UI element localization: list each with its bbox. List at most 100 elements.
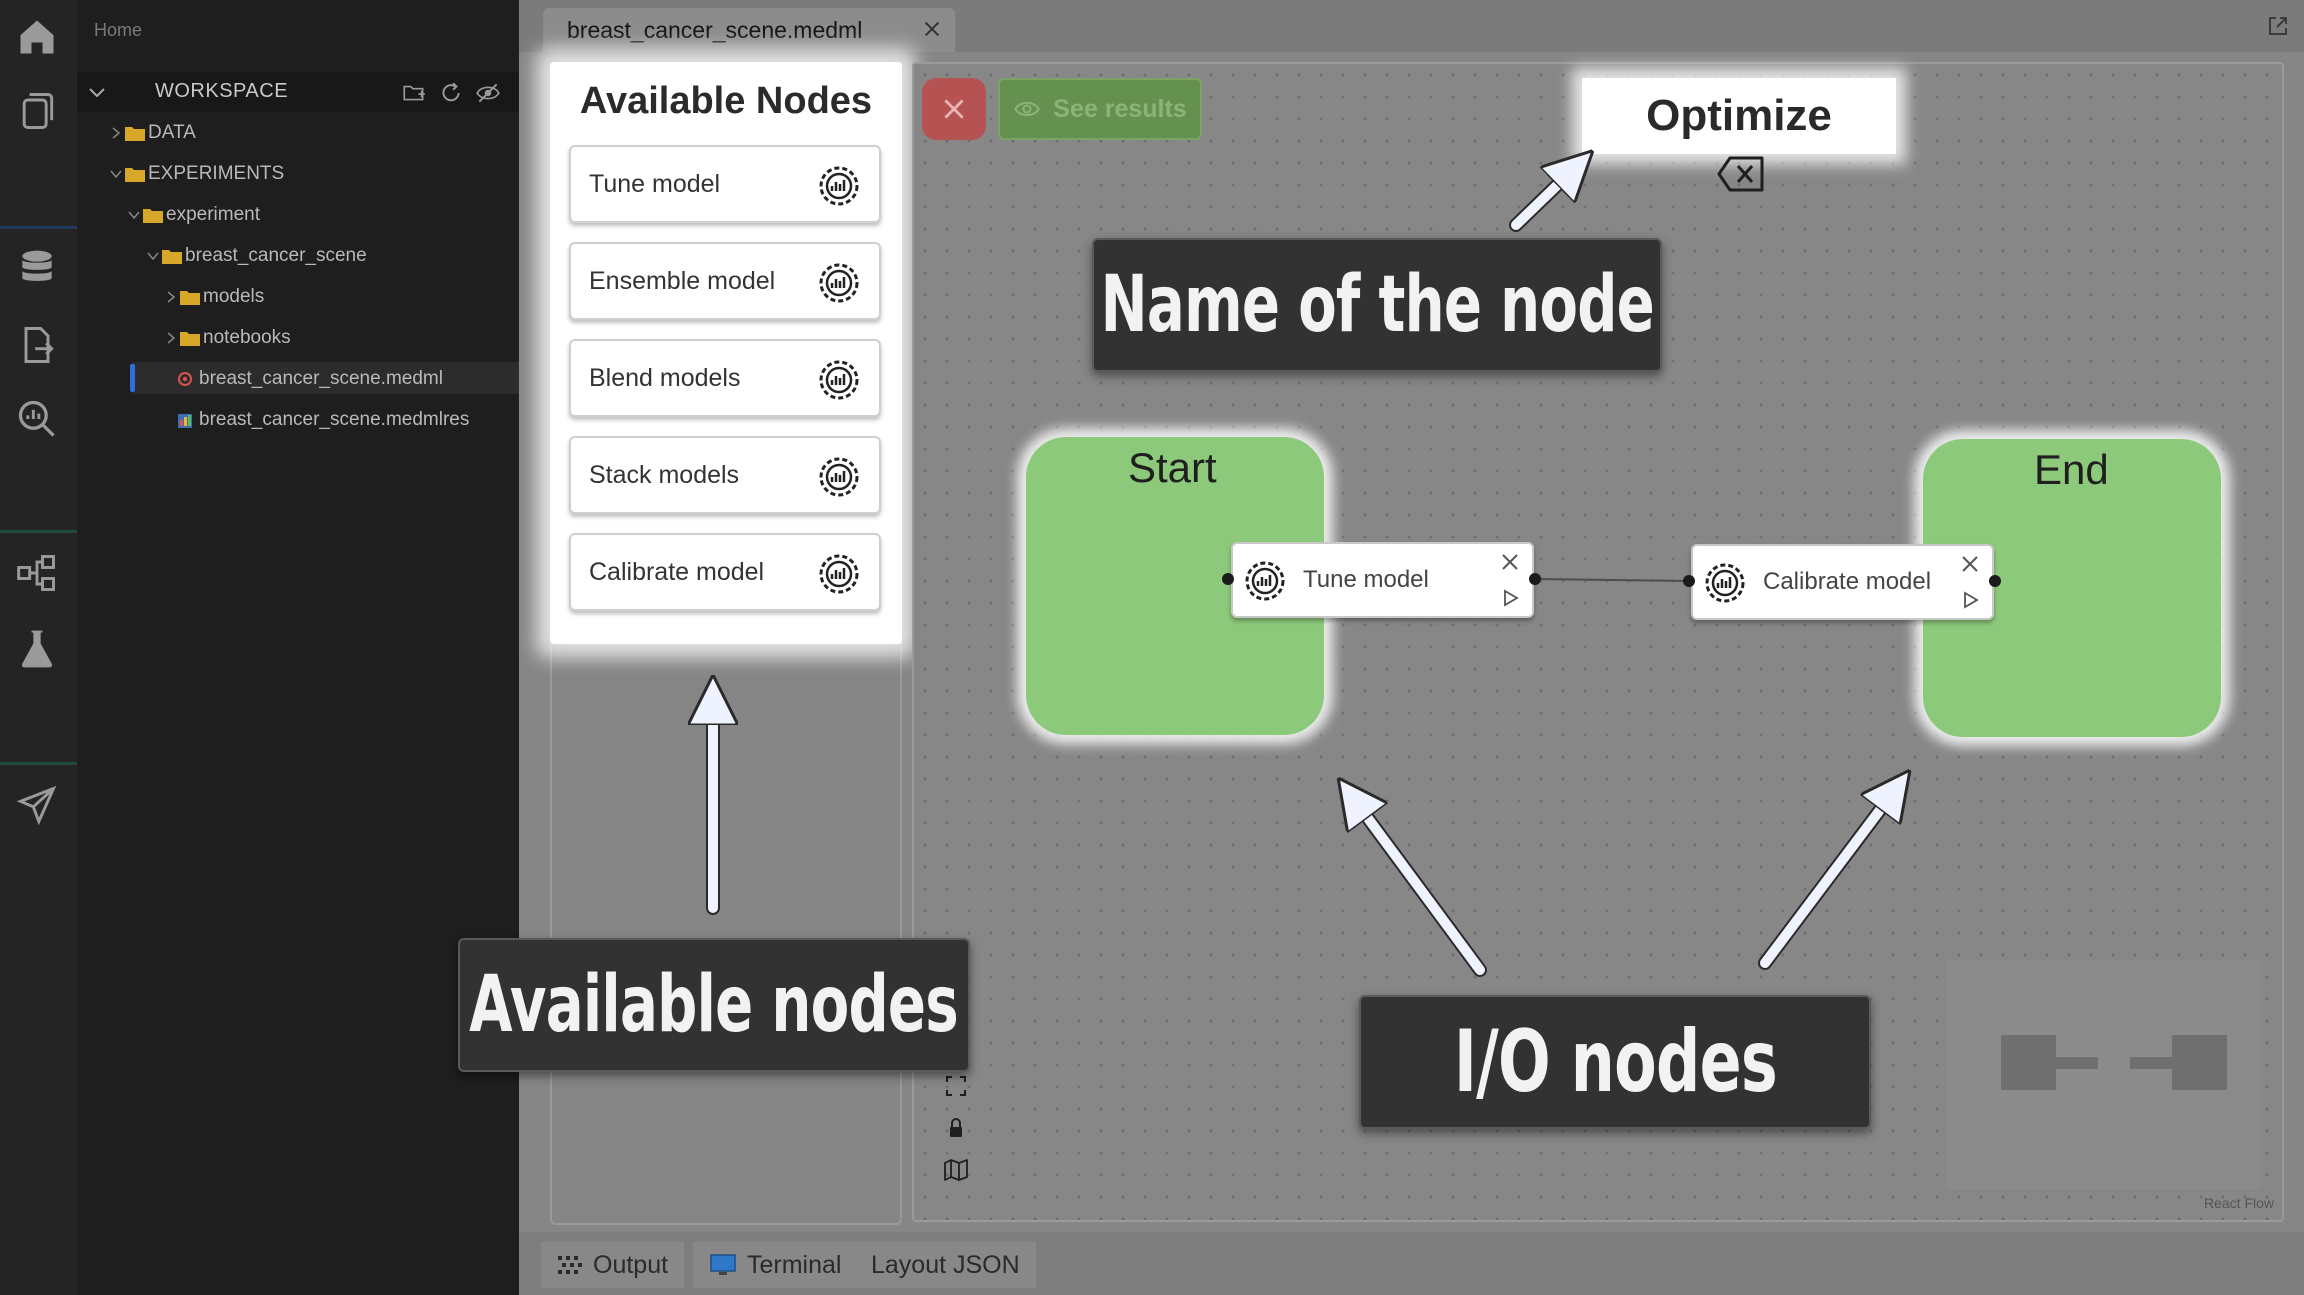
tree-item-label: EXPERIMENTS (148, 163, 285, 184)
new-folder-icon[interactable] (401, 80, 427, 106)
tree-item-label: models (203, 286, 265, 307)
group-title-box: Optimize (1582, 78, 1896, 154)
tune-model-input-handle[interactable] (1222, 573, 1234, 585)
home-icon[interactable] (12, 12, 62, 62)
folder-icon (125, 168, 145, 182)
minimap-toggle-button[interactable] (940, 1154, 972, 1186)
palette-item-ensemble-model[interactable]: Ensemble model (569, 242, 881, 320)
available-nodes-title: Available Nodes (579, 80, 873, 122)
database-icon[interactable] (12, 244, 62, 294)
end-node-label: End (2034, 446, 2109, 493)
home-label[interactable]: Home (94, 20, 143, 40)
hide-icon[interactable] (475, 80, 501, 106)
workflow-icon[interactable] (12, 548, 62, 598)
minimap-preview (2001, 1035, 2227, 1090)
tree-item-label: notebooks (203, 327, 291, 348)
tree-item-label: DATA (148, 122, 196, 143)
tree-item-breast-cancer-scene[interactable]: breast_cancer_scene (146, 241, 367, 271)
play-icon[interactable] (1962, 590, 1980, 610)
file-export-icon[interactable] (12, 320, 62, 370)
tree-item-label: breast_cancer_scene.medml (199, 368, 443, 389)
folder-icon (180, 291, 200, 305)
palette-item-tune-model[interactable]: Tune model (569, 145, 881, 223)
section-separator (0, 530, 77, 533)
palette-item-label: Calibrate model (589, 557, 765, 586)
lock-icon (950, 1118, 962, 1137)
chevron-down-icon (128, 211, 140, 220)
annotation-available-nodes: Available nodes (458, 938, 970, 1072)
backspace-icon[interactable] (1716, 154, 1766, 194)
tree-item-notebooks[interactable]: notebooks (164, 323, 291, 353)
annotation-name-of-node: Name of the node (1092, 238, 1662, 372)
palette-item-blend-models[interactable]: Blend models (569, 339, 881, 417)
folder-icon (162, 250, 182, 264)
react-flow-attribution[interactable]: React Flow (2204, 1195, 2275, 1211)
popout-icon[interactable] (2266, 14, 2290, 38)
gear-chart-icon (819, 554, 859, 594)
close-scene-button[interactable] (922, 78, 986, 140)
tab-label: Layout JSON (871, 1250, 1020, 1279)
tree-item-label: experiment (166, 204, 260, 225)
gear-chart-icon (1705, 563, 1745, 603)
chevron-down-icon (110, 170, 122, 179)
close-icon[interactable] (921, 18, 943, 40)
tab-breast-cancer-scene[interactable]: breast_cancer_scene.medml (543, 8, 955, 52)
start-node-label: Start (1128, 444, 1217, 491)
palette-item-calibrate-model[interactable]: Calibrate model (569, 533, 881, 611)
play-icon[interactable] (1502, 588, 1520, 608)
tree-item-data[interactable]: DATA (109, 118, 196, 148)
flow-node-calibrate-model[interactable]: Calibrate model (1691, 544, 1994, 620)
see-results-button[interactable]: See results (998, 78, 1202, 140)
results-file-icon (178, 414, 192, 428)
fit-view-button[interactable] (940, 1070, 972, 1102)
tree-item-experiments[interactable]: EXPERIMENTS (109, 159, 284, 189)
tab-output[interactable]: Output (541, 1242, 685, 1288)
gear-chart-icon (1245, 561, 1285, 601)
terminal-icon (710, 1254, 736, 1275)
palette-item-label: Ensemble model (589, 266, 776, 295)
flask-icon[interactable] (12, 624, 62, 674)
flow-node-tune-model[interactable]: Tune model (1231, 542, 1534, 618)
refresh-icon[interactable] (438, 80, 464, 106)
gear-chart-icon (819, 166, 859, 206)
eye-icon (1014, 101, 1041, 117)
folder-icon (180, 332, 200, 346)
send-icon[interactable] (12, 780, 62, 830)
tree-item-experiment[interactable]: experiment (127, 200, 260, 230)
palette-item-stack-models[interactable]: Stack models (569, 436, 881, 514)
tree-item-medmlres-file[interactable]: breast_cancer_scene.medmlres (177, 405, 469, 435)
selected-row-highlight (132, 362, 519, 394)
tree-item-models[interactable]: models (164, 282, 264, 312)
calibrate-model-output-handle[interactable] (1989, 575, 2001, 587)
flow-node-label: Tune model (1303, 566, 1429, 593)
calibrate-model-input-handle[interactable] (1683, 575, 1695, 587)
workspace-header[interactable]: WORKSPACE (77, 72, 519, 112)
tree-item-medml-file[interactable]: breast_cancer_scene.medml (177, 364, 443, 394)
tree-item-label: breast_cancer_scene.medmlres (199, 409, 470, 430)
tab-terminal[interactable]: Terminal (693, 1242, 858, 1288)
see-results-label: See results (1053, 94, 1187, 123)
medml-file-icon (178, 372, 192, 386)
bottom-panel-bar: Output Terminal Layout JSON (519, 1232, 2304, 1295)
annotation-io-nodes: I/O nodes (1359, 995, 1871, 1129)
flow-node-label: Calibrate model (1763, 568, 1932, 595)
annotation-text: Name of the node (1100, 260, 1654, 350)
lock-button[interactable] (940, 1112, 972, 1144)
chevron-down-icon[interactable] (85, 80, 109, 104)
pages-icon[interactable] (12, 86, 62, 136)
annotation-text: Available nodes (469, 960, 960, 1050)
tab-label: Output (593, 1250, 669, 1279)
folder-icon (143, 209, 163, 223)
folder-icon (125, 127, 145, 141)
tab-layout-json[interactable]: Layout JSON (855, 1242, 1036, 1288)
palette-item-label: Tune model (589, 169, 721, 198)
sidebar: Home WORKSPACE DATA EXPERIMENTS experime… (77, 0, 519, 1295)
workspace-title: WORKSPACE (155, 80, 289, 102)
analysis-icon[interactable] (12, 394, 62, 444)
map-icon (944, 1159, 968, 1181)
chevron-right-icon (167, 291, 176, 303)
tune-model-output-handle[interactable] (1529, 573, 1541, 585)
close-icon[interactable] (1960, 554, 1980, 574)
minimap[interactable] (1946, 960, 2260, 1190)
close-icon[interactable] (1500, 552, 1520, 572)
